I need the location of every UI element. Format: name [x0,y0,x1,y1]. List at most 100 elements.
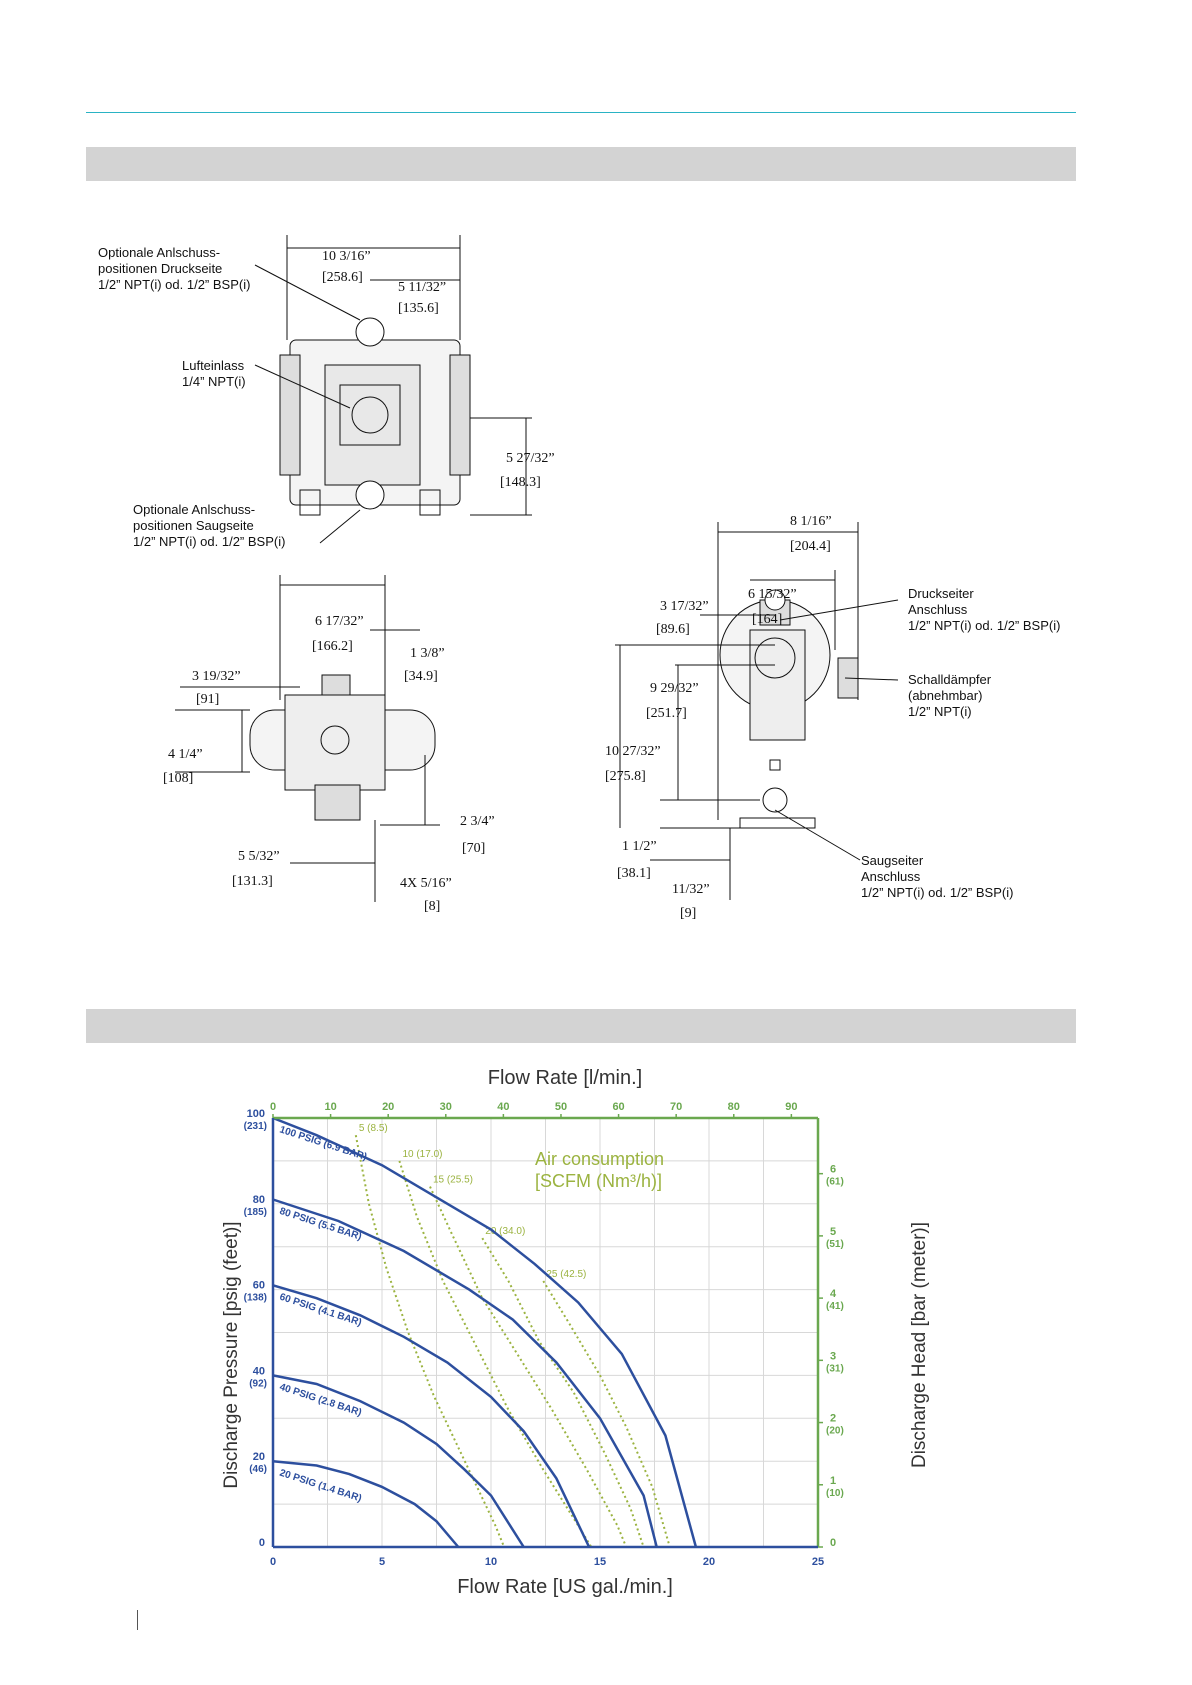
dim-side-inner: 6 15/32” [748,587,797,602]
y-tick-label: 20 [253,1451,265,1463]
y-tick-sublabel: (92) [249,1378,267,1389]
pressure-curve-5 [272,1459,460,1548]
y2-tick-label: 5 [830,1226,836,1238]
pressure-curve-2 [272,1198,658,1548]
x2-tick-label: 50 [555,1101,567,1113]
y-tick-label: 80 [253,1194,265,1206]
pump-top-view [249,674,436,821]
label-discharge-ports-2: positionen Druckseite [98,261,222,276]
x2-tick-label: 80 [728,1101,740,1113]
section-band-dimensions [86,147,1076,181]
pressure-curve-3 [272,1284,591,1548]
dim-top-depth: 3 19/32” [192,669,241,684]
dim-width-mm: [258.6] [322,270,363,285]
y-tick-sublabel: (138) [244,1293,267,1304]
x2-tick-label: 0 [270,1101,276,1113]
x-tick-label: 5 [379,1556,385,1568]
chart-annotation-air-2: [SCFM (Nm³/h)] [535,1171,662,1191]
dim-side-offset-mm: [89.6] [656,622,690,637]
label-suction-connection-3: 1/2” NPT(i) od. 1/2” BSP(i) [861,885,1013,900]
label-suction-ports-2: positionen Saugseite [133,518,254,533]
label-suction-connection-1: Saugseiter [861,853,924,868]
y2-tick-label: 2 [830,1413,836,1425]
x2-tick-label: 30 [440,1101,452,1113]
label-discharge-ports-3: 1/2” NPT(i) od. 1/2” BSP(i) [98,277,250,292]
header-rule [86,112,1076,113]
dim-base-width: 5 5/32” [238,849,280,864]
label-muffler-1: Schalldämpfer [908,672,992,687]
pump-side-view [719,589,859,829]
label-suction-ports-1: Optionale Anlschuss- [133,502,255,517]
dim-side-width: 8 1/16” [790,514,832,529]
label-discharge-ports-1: Optionale Anlschuss- [98,245,220,260]
x-tick-label: 15 [594,1556,606,1568]
dim-foot: 11/32” [672,882,710,897]
dim-side-height-mm: [251.7] [646,706,687,721]
pump-front-view [279,317,471,516]
dim-side-inner-mm: [164] [752,612,782,627]
section-band-performance [86,1009,1076,1043]
y-tick-label: 0 [259,1537,265,1549]
dim-half-width: 5 11/32” [398,280,446,295]
chart-top-axis-title: Flow Rate [l/min.] [488,1067,642,1089]
x2-tick-label: 10 [324,1101,336,1113]
label-suction-connection-2: Anschluss [861,869,921,884]
y2-tick-sublabel: (20) [826,1426,844,1437]
y-tick-label: 60 [253,1280,265,1292]
air-curve-4 [481,1237,645,1548]
dim-side-offset: 3 17/32” [660,599,709,614]
x-tick-label: 10 [485,1556,497,1568]
y-tick-sublabel: (185) [244,1207,267,1218]
label-discharge-connection-2: Anschluss [908,602,968,617]
performance-chart: 5 (8.5)10 (17.0)15 (25.5)20 (34.0)25 (42… [221,1067,930,1598]
air-curve-5 [542,1280,671,1548]
chart-y-axis-title: Discharge Pressure [psig (feet)] [221,1221,242,1488]
air-curve-label: 15 (25.5) [433,1175,473,1186]
dim-top-width-mm: [166.2] [312,639,353,654]
x-tick-label: 0 [270,1556,276,1568]
y-tick-sublabel: (231) [244,1121,267,1132]
dim-suction-height: 1 1/2” [622,839,657,854]
dim-offset-mm: [34.9] [404,669,438,684]
chart-y2-axis-title: Discharge Head [bar (meter)] [909,1222,930,1468]
dim-top-depth-mm: [91] [196,692,219,707]
air-curve-2 [398,1160,593,1548]
dimension-drawings: Optionale Anlschuss- positionen Drucksei… [98,235,1060,921]
air-curve-label: 20 (34.0) [485,1226,525,1237]
air-curve-label: 5 (8.5) [359,1123,388,1134]
y2-tick-sublabel: (41) [826,1301,844,1312]
dim-total-height-mm: [275.8] [605,769,646,784]
x2-tick-label: 60 [612,1101,624,1113]
x2-tick-label: 40 [497,1101,509,1113]
label-air-inlet-2: 1/4” NPT(i) [182,374,246,389]
pressure-curve-label: 100 PSIG (6.9 BAR) [278,1124,368,1163]
x2-tick-label: 20 [382,1101,394,1113]
y2-tick-sublabel: (10) [826,1488,844,1499]
x-tick-label: 25 [812,1556,824,1568]
x2-tick-label: 90 [785,1101,797,1113]
x2-tick-label: 70 [670,1101,682,1113]
pressure-curve-label: 40 PSIG (2.8 BAR) [278,1382,363,1419]
dim-base-offset: 2 3/4” [460,814,495,829]
dim-inlet-height: 5 27/32” [506,451,555,466]
dim-hole: 4X 5/16” [400,876,452,891]
y2-tick-label: 4 [830,1288,837,1300]
x-tick-label: 20 [703,1556,715,1568]
dim-side-height: 9 29/32” [650,681,699,696]
dim-width: 10 3/16” [322,249,371,264]
air-curve-label: 25 (42.5) [546,1269,586,1280]
y2-tick-label: 1 [830,1475,836,1487]
dim-base-offset-mm: [70] [462,841,485,856]
air-curve-1 [354,1135,506,1548]
pressure-curve-4 [272,1374,525,1548]
dim-base-depth: 4 1/4” [168,747,203,762]
label-muffler-2: (abnehmbar) [908,688,982,703]
label-discharge-connection-3: 1/2” NPT(i) od. 1/2” BSP(i) [908,618,1060,633]
dim-top-width: 6 17/32” [315,614,364,629]
y2-tick-label: 6 [830,1164,836,1176]
label-suction-ports-3: 1/2” NPT(i) od. 1/2” BSP(i) [133,534,285,549]
pressure-curve-label: 80 PSIG (5.5 BAR) [278,1206,363,1243]
dim-suction-height-mm: [38.1] [617,866,651,881]
label-discharge-connection-1: Druckseiter [908,586,974,601]
